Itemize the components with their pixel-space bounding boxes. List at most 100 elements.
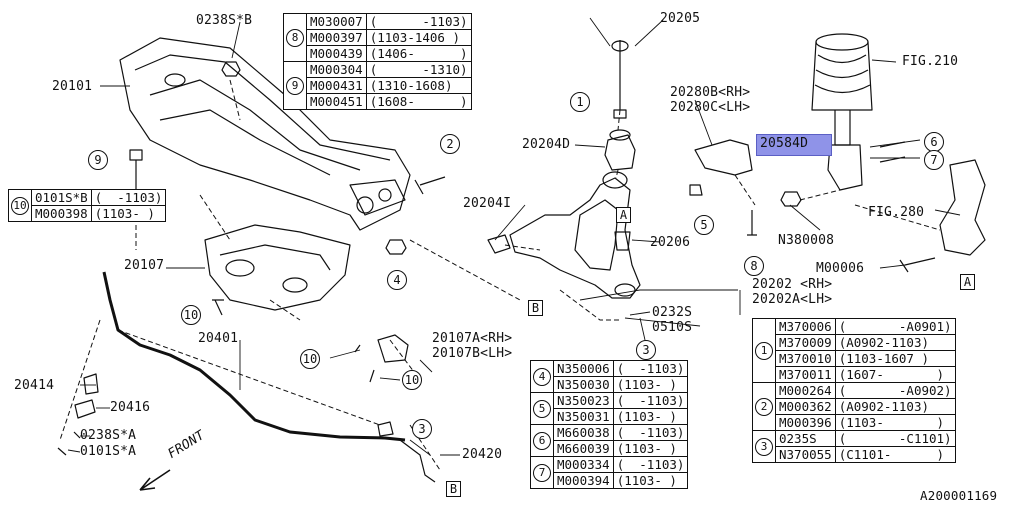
date-range-cell: (A0902-1103)	[834, 398, 956, 415]
label-20205: 20205	[660, 11, 701, 26]
group-callout: 6	[533, 431, 551, 450]
control-arm-art	[509, 171, 641, 299]
part-number-cell[interactable]: M000398	[31, 205, 92, 222]
date-range-cell: ( -1103)	[612, 424, 689, 441]
part-number-cell[interactable]: M370011	[775, 366, 836, 383]
part-number-cell[interactable]: M000362	[775, 398, 836, 415]
group-callout: 3	[755, 437, 773, 456]
group-callout: 8	[286, 28, 304, 47]
label-fig210[interactable]: FIG.210	[902, 54, 959, 69]
part-number-cell[interactable]: N350031	[553, 408, 614, 425]
highlight-20584d	[756, 134, 832, 156]
callout-2: 2	[440, 134, 460, 154]
label-20101: 20101	[52, 79, 93, 94]
group-number: 8	[283, 13, 307, 62]
label-20107a-rh: 20107A<RH>	[432, 331, 513, 346]
callout-9: 9	[88, 150, 108, 170]
callout-4: 4	[387, 270, 407, 290]
callout-3-a: 3	[636, 340, 656, 360]
part-number-cell[interactable]: M000451	[306, 93, 367, 110]
group-callout: 1	[755, 341, 773, 360]
table-row: M000451(1608- )	[284, 93, 472, 110]
part-number-cell[interactable]: M000397	[306, 29, 367, 46]
part-number-cell[interactable]: N370055	[775, 446, 836, 463]
label-0510s: 0510S	[652, 320, 693, 335]
group-number: 1	[752, 318, 776, 383]
group-number: 2	[752, 382, 776, 431]
table-row: M000397(1103-1406 )	[284, 29, 472, 46]
label-20584d[interactable]: 20584D	[760, 136, 809, 151]
skid-plate-art	[204, 224, 351, 311]
label-m00006: M00006	[816, 261, 865, 276]
callout-5: 5	[694, 215, 714, 235]
date-range-cell: ( -1103)	[612, 456, 689, 473]
date-range-cell: (1103- )	[612, 376, 689, 393]
date-range-cell: ( -1103)	[90, 189, 167, 206]
table-row: M000396(1103- )	[753, 414, 956, 431]
part-number-cell[interactable]: N350023	[553, 392, 614, 409]
label-20206: 20206	[650, 235, 691, 250]
part-number-cell[interactable]: 0235S	[775, 430, 836, 447]
diagram-id: A200001169	[920, 488, 998, 503]
label-20420: 20420	[462, 447, 503, 462]
part-number-cell[interactable]: M660039	[553, 440, 614, 457]
date-range-cell: ( -A0902)	[834, 382, 956, 399]
part-number-cell[interactable]: M030007	[306, 13, 367, 30]
part-number-cell[interactable]: M000439	[306, 45, 367, 62]
date-range-cell: ( -1103)	[612, 392, 689, 409]
date-range-cell: (1608- )	[365, 93, 472, 110]
part-number-cell[interactable]: M000396	[775, 414, 836, 431]
part-number-cell[interactable]: M000394	[553, 472, 614, 489]
table-row: M000398(1103- )	[9, 205, 167, 222]
table-row: N350030(1103- )	[531, 376, 689, 393]
table-row: N350031(1103- )	[531, 408, 689, 425]
table-row: M370009(A0902-1103)	[753, 334, 956, 351]
group-callout: 9	[286, 76, 304, 95]
part-number-cell[interactable]: N350006	[553, 360, 614, 377]
part-number-cell[interactable]: M370006	[775, 318, 836, 335]
group-number: 7	[530, 456, 554, 489]
table-row: N370055(C1101- )	[753, 446, 956, 463]
group-number: 4	[530, 360, 554, 393]
label-20414: 20414	[14, 378, 55, 393]
label-20202a-lh: 20202A<LH>	[752, 292, 833, 307]
callout-3-b: 3	[412, 419, 432, 439]
part-number-cell[interactable]: M000264	[775, 382, 836, 399]
date-range-cell: ( -1103)	[365, 13, 472, 30]
part-number-cell[interactable]: 0101S*B	[31, 189, 92, 206]
strut-art	[811, 33, 873, 191]
part-number-cell[interactable]: M000304	[306, 61, 367, 78]
part-number-cell[interactable]: N350030	[553, 376, 614, 393]
label-n380008: N380008	[778, 233, 835, 248]
ref-box-a-1: A	[616, 207, 631, 223]
part-number-cell[interactable]: M000431	[306, 77, 367, 94]
group-number: 6	[530, 424, 554, 457]
group-callout: 2	[755, 397, 773, 416]
label-0238s-b: 0238S*B	[196, 13, 253, 28]
label-fig280[interactable]: FIG.280	[868, 205, 925, 220]
part-number-cell[interactable]: M660038	[553, 424, 614, 441]
label-0238s-a: 0238S*A	[80, 428, 137, 443]
part-number-cell[interactable]: M000334	[553, 456, 614, 473]
part-number-cell[interactable]: M370009	[775, 334, 836, 351]
group-number: 3	[752, 430, 776, 463]
callout-1: 1	[570, 92, 590, 112]
stabilizer-bar-art	[102, 271, 406, 442]
part-number-cell[interactable]: M370010	[775, 350, 836, 367]
label-20107b-lh: 20107B<LH>	[432, 346, 513, 361]
date-range-cell: ( -A0901)	[834, 318, 956, 335]
date-range-cell: (1103- )	[612, 408, 689, 425]
table-row: M000439(1406- )	[284, 45, 472, 62]
label-20204d: 20204D	[522, 137, 571, 152]
group-callout: 5	[533, 399, 551, 418]
date-range-cell: (1310-1608)	[365, 77, 472, 94]
